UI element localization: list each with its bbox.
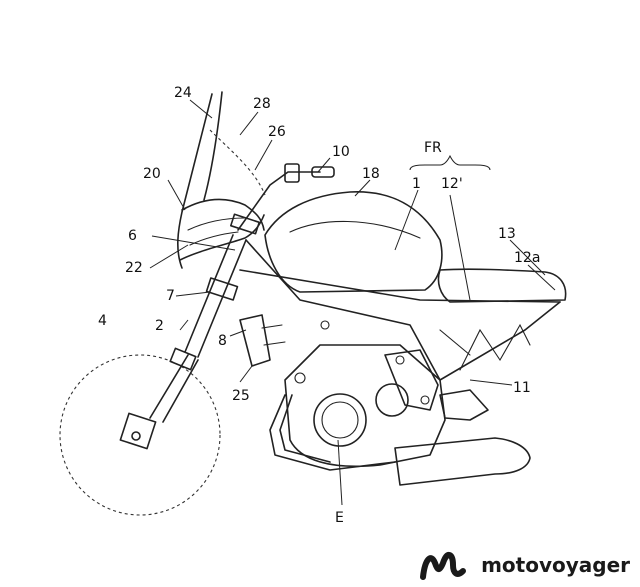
fork-axle-block xyxy=(119,412,157,450)
label-25: 25 xyxy=(232,388,250,404)
label-13: 13 xyxy=(498,226,516,242)
fork-tube xyxy=(184,234,247,358)
windscreen-inner xyxy=(203,91,223,201)
handlebar-end xyxy=(311,166,335,178)
rear-frame xyxy=(439,301,561,381)
label-10: 10 xyxy=(332,144,350,160)
bolt-1 xyxy=(395,355,405,365)
exhaust-pipe xyxy=(269,394,396,471)
watermark-logo: motovoyager xyxy=(419,549,630,581)
label-1: 1 xyxy=(412,176,421,192)
upper-frame xyxy=(239,269,561,303)
watermark-text: motovoyager xyxy=(481,553,630,577)
label-e: E xyxy=(335,510,344,526)
label-26: 26 xyxy=(268,124,286,140)
engine-mount-plate xyxy=(384,349,439,411)
cowl-outline xyxy=(179,214,265,261)
seat xyxy=(437,268,567,303)
exhaust-pipe-2 xyxy=(279,394,331,463)
engine-cover-inner xyxy=(321,401,359,439)
label-12a: 12a xyxy=(514,250,540,266)
tank-inner xyxy=(289,220,421,239)
front-fork xyxy=(149,354,199,423)
cowl-body xyxy=(181,198,265,231)
windscreen xyxy=(177,93,213,269)
bolt-4 xyxy=(320,320,330,330)
label-8: 8 xyxy=(218,333,227,349)
muffler xyxy=(394,437,531,486)
label-4: 4 xyxy=(98,313,107,329)
bolt-2 xyxy=(420,395,430,405)
label-11: 11 xyxy=(513,380,531,396)
label-6: 6 xyxy=(128,228,137,244)
main-frame xyxy=(245,239,441,381)
label-fr: FR xyxy=(424,140,442,156)
handlebar-grip xyxy=(284,163,300,183)
mount-bracket xyxy=(239,314,271,367)
engine-cover xyxy=(313,393,367,447)
front-wheel xyxy=(59,354,221,516)
label-24: 24 xyxy=(174,85,192,101)
subframe-truss xyxy=(439,323,531,371)
label-28: 28 xyxy=(253,96,271,112)
rear-step-bracket xyxy=(439,389,489,421)
mount-bracket-2 xyxy=(261,324,286,346)
label-12-prime: 12' xyxy=(441,176,463,192)
dotted-cowl xyxy=(209,129,266,196)
label-20: 20 xyxy=(143,166,161,182)
fr-brace xyxy=(409,154,491,171)
clutch-cover xyxy=(375,383,409,417)
axle-hub xyxy=(131,431,141,441)
engine-block xyxy=(284,344,446,468)
label-7: 7 xyxy=(166,288,175,304)
lower-bracket xyxy=(205,277,239,301)
label-22: 22 xyxy=(125,260,143,276)
label-18: 18 xyxy=(362,166,380,182)
fuel-tank xyxy=(264,191,443,293)
motovoyager-logo-icon xyxy=(420,552,467,580)
label-2: 2 xyxy=(155,318,164,334)
leader-lines xyxy=(149,99,556,506)
handlebar xyxy=(237,171,321,231)
bolt-3 xyxy=(294,372,306,384)
fork-slider xyxy=(169,347,197,371)
